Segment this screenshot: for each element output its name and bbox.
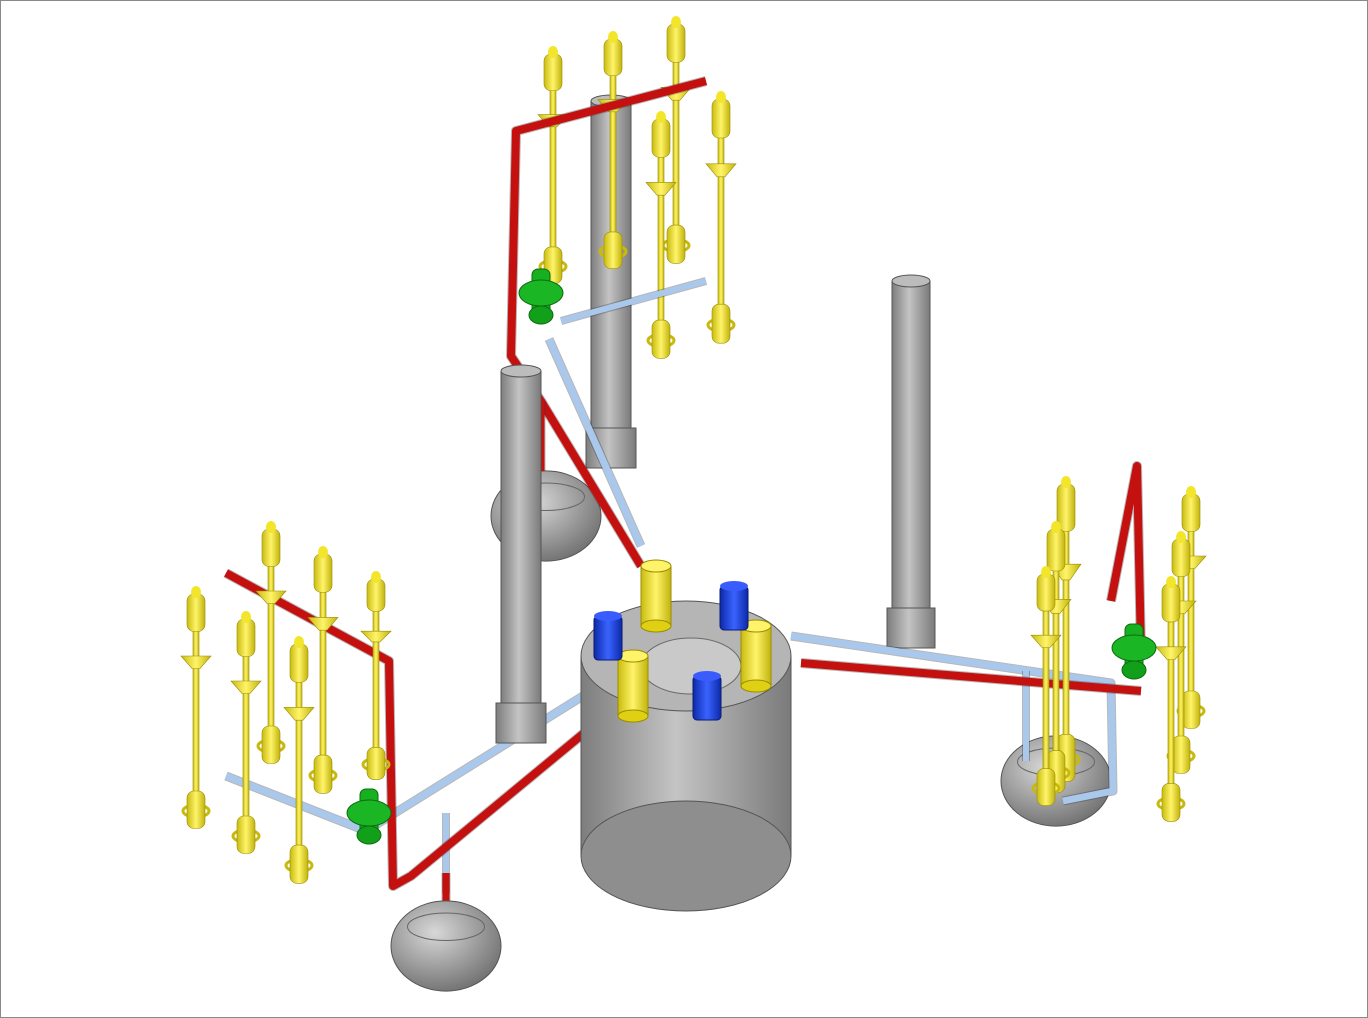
column-base [886,607,936,649]
fuel-unit-top [1051,521,1061,533]
fuel-unit-foot [1036,768,1056,806]
nozzle-bottom [740,679,772,693]
nozzle-body [640,565,672,627]
fuel-unit-foot [603,231,623,269]
fuel-unit-top [608,31,618,43]
column-body [500,370,542,712]
nozzle-bottom [617,709,649,723]
fuel-unit-head [1171,538,1191,577]
pump-top [594,611,622,621]
cold-leg-top [545,337,645,548]
fuel-unit-head [1181,493,1201,532]
fuel-unit-cone [255,590,287,604]
fuel-unit-cone [645,182,677,196]
fuel-unit-top [266,521,276,533]
fuel-unit-cone [1155,646,1187,660]
fuel-unit-head [236,618,256,657]
fuel-unit-foot [651,319,671,359]
fuel-unit-head [711,98,731,139]
fuel-unit-head [289,643,309,683]
fuel-unit-cone [230,680,262,694]
pump-body [692,675,722,721]
fuel-unit-foot [1171,735,1191,774]
fuel-unit-foot [186,790,206,829]
fuel-unit-top [191,586,201,598]
pump-top [720,581,748,591]
column-cap [891,274,931,288]
valve-flange [518,279,564,307]
pump-body [593,615,623,661]
fuel-unit-top [548,46,558,58]
fuel-unit-head [1161,583,1181,623]
fuel-unit-cone [360,630,392,643]
front-layer [180,268,1207,992]
fuel-unit-head [603,38,623,77]
fuel-unit-head [651,118,671,158]
hot-leg-left [224,569,604,890]
fuel-unit-head [1036,573,1056,612]
valve-bottom [1121,660,1147,680]
fuel-unit-foot [236,815,256,854]
fuel-unit-top [294,636,304,648]
fuel-unit-foot [1161,783,1181,822]
pump-body [719,585,749,631]
valve-bottom [356,825,382,845]
fuel-unit-top [1176,531,1186,543]
fuel-unit-top [716,91,726,103]
fuel-unit-cone [307,617,339,631]
valve-bottom [528,305,554,325]
valve-flange [346,799,392,827]
fuel-unit-foot [366,746,386,780]
cold-leg-right [790,632,1117,805]
fuel-unit-top [1041,566,1051,578]
nozzle-body [740,625,772,687]
fuel-unit-head [261,528,281,567]
column-cap [500,364,542,378]
hot-loop-right [1107,462,1145,652]
fuel-unit-top [318,546,328,558]
reactor-vessel-bottom [580,800,792,912]
hot-leg-top [507,77,708,569]
fuel-unit-top [371,571,381,583]
fuel-unit-head [666,23,686,63]
fuel-unit-head [366,578,386,612]
fuel-unit-top [1061,476,1071,488]
fuel-unit-foot [1181,690,1201,729]
fuel-unit-top [656,111,666,123]
hot-leg-right [800,659,1142,695]
column-base [495,702,547,744]
cold-header-top [560,278,707,324]
fuel-unit-top [241,611,251,623]
fuel-unit-cone [180,655,212,669]
nozzle-body [617,655,649,717]
tank-sphere [390,900,502,992]
fuel-unit-top [671,16,681,28]
fuel-unit-cone [1030,634,1062,648]
nozzle-bottom [640,619,672,633]
fuel-unit-foot [666,224,686,264]
piping [223,76,1146,906]
fuel-unit-top [1166,576,1176,588]
valve-flange [1111,634,1157,662]
nozzle-top [640,559,672,573]
fuel-unit-head [313,553,333,593]
column-body [891,280,931,617]
tank-sphere-ring [407,912,485,941]
fuel-unit-head [1046,528,1066,572]
fuel-unit-foot [313,754,333,794]
fuel-unit-cone [283,707,315,721]
fuel-unit-cone [705,163,737,178]
reactor-lid [640,637,742,695]
back-layer [490,16,1112,827]
fuel-unit-head [543,53,563,92]
fuel-unit-foot [261,725,281,764]
fuel-unit-foot [289,844,309,884]
pump-top [693,671,721,681]
fuel-unit-foot [711,303,731,344]
fuel-unit-top [1186,486,1196,498]
fuel-unit-head [186,593,206,632]
